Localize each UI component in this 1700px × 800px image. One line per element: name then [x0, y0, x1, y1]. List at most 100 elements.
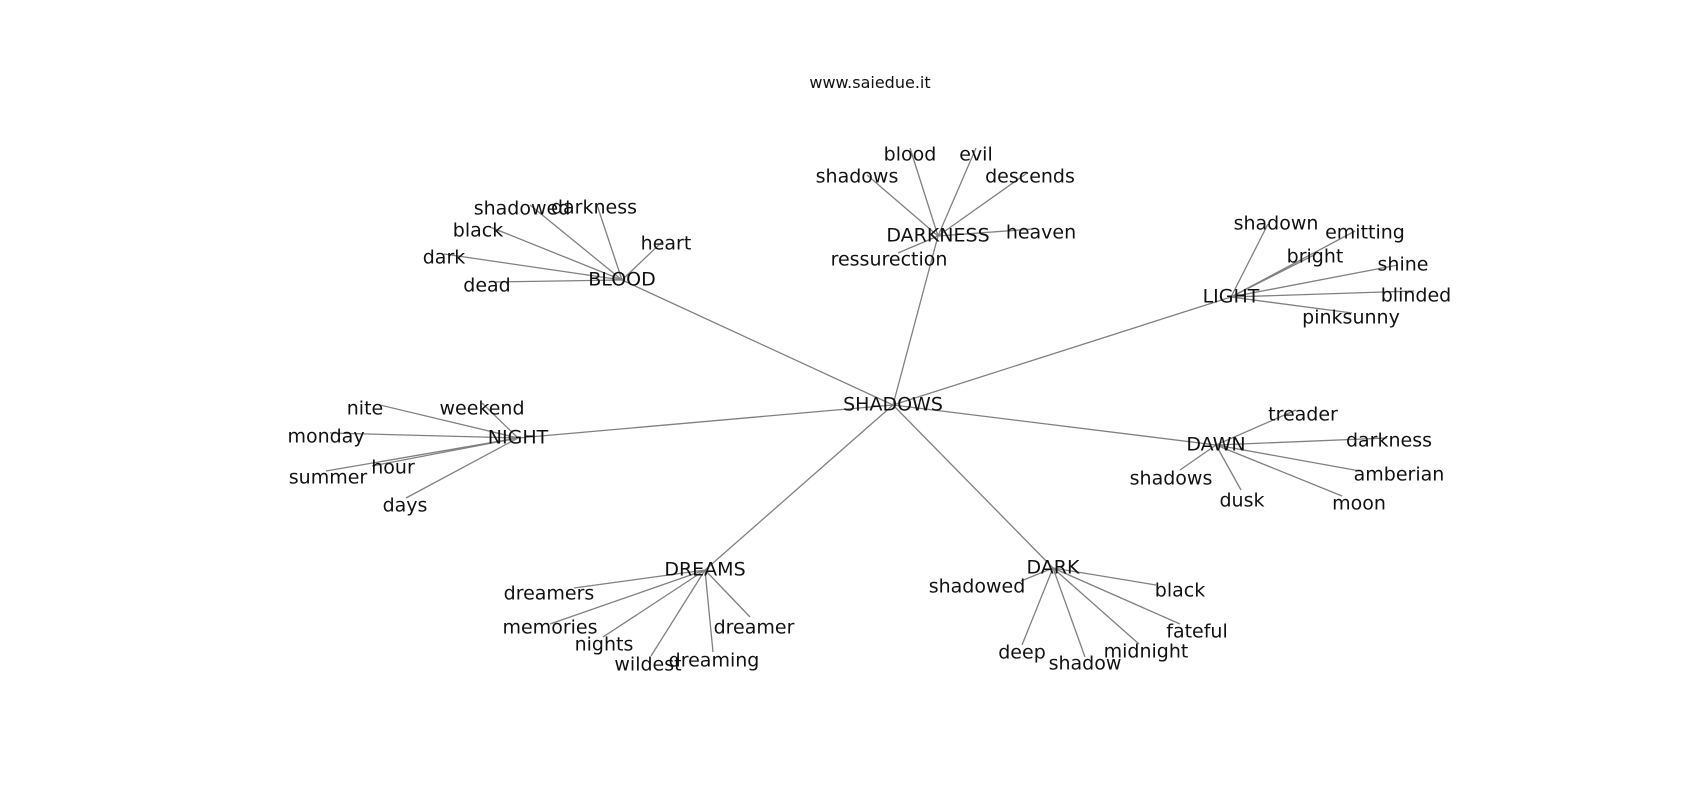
edge-center-dark — [892, 404, 1054, 569]
leaf-node-light-emitting: emitting — [1325, 222, 1405, 244]
leaf-node-dreams-memories: memories — [502, 617, 597, 639]
edge-center-darkness — [892, 235, 939, 406]
leaf-node-blood-dark: dark — [423, 247, 466, 269]
edge-darkness-heaven — [937, 228, 1034, 237]
hub-node-blood: BLOOD — [588, 269, 655, 291]
edge-dawn-moon — [1215, 444, 1343, 497]
leaf-node-blood-black: black — [453, 220, 503, 242]
edge-night-days — [405, 437, 519, 499]
leaf-node-darkness-heaven: heaven — [1006, 222, 1076, 244]
edge-blood-dark — [443, 253, 623, 281]
edge-center-blood — [621, 279, 894, 406]
edge-blood-shadowed — [529, 204, 623, 281]
edge-dark-black — [1052, 567, 1157, 586]
hub-node-darkness: DARKNESS — [886, 225, 989, 247]
edge-light-blinded — [1230, 290, 1415, 298]
edge-darkness-ressurection — [897, 235, 939, 254]
hub-node-dawn: DAWN — [1186, 434, 1245, 456]
edge-darkness-shadows — [866, 174, 939, 237]
leaf-node-blood-shadowed: shadowed — [474, 198, 571, 220]
leaf-node-dreams-dreamers: dreamers — [504, 583, 595, 605]
edge-dawn-dusk — [1215, 444, 1242, 491]
site-label: www.saiedue.it — [809, 73, 930, 92]
leaf-node-darkness-ressurection: ressurection — [831, 249, 948, 271]
edge-light-shadown — [1230, 223, 1269, 298]
leaf-node-dark-fateful: fateful — [1166, 621, 1227, 643]
edge-dawn-amberian — [1215, 444, 1361, 472]
leaf-node-dawn-treader: treader — [1268, 404, 1338, 426]
edge-blood-heart — [621, 240, 664, 281]
edge-dawn-darkness — [1215, 437, 1388, 446]
edge-night-monday — [329, 432, 519, 439]
edge-blood-dead — [493, 279, 623, 283]
leaf-node-dawn-darkness: darkness — [1346, 430, 1432, 452]
edge-darkness-evil — [937, 147, 977, 237]
edge-light-shine — [1230, 264, 1399, 298]
leaf-node-dawn-moon: moon — [1332, 493, 1386, 515]
edge-darkness-blood — [909, 147, 939, 237]
edge-center-dawn — [892, 404, 1217, 446]
leaf-node-light-bright: bright — [1287, 246, 1344, 268]
edge-dreams-memories — [549, 569, 706, 625]
edge-dreams-dreamer — [704, 569, 751, 618]
edge-blood-darkness — [596, 204, 623, 281]
leaf-node-night-days: days — [383, 495, 428, 517]
edge-dreams-dreaming — [704, 569, 714, 653]
edge-night-summer — [325, 437, 519, 472]
leaf-node-night-nite: nite — [347, 398, 383, 420]
edge-night-nite — [379, 404, 519, 439]
leaf-node-blood-dead: dead — [463, 275, 510, 297]
leaf-node-dreams-dreaming: dreaming — [669, 650, 760, 672]
leaf-node-light-shadown: shadown — [1234, 213, 1319, 235]
leaf-node-dark-shadow: shadow — [1049, 653, 1122, 675]
leaf-node-night-hour: hour — [371, 457, 415, 479]
leaf-node-darkness-descends: descends — [985, 166, 1075, 188]
leaf-node-light-blinded: blinded — [1381, 285, 1451, 307]
leaf-node-darkness-evil: evil — [959, 144, 993, 166]
hub-node-night: NIGHT — [488, 427, 549, 449]
leaf-node-light-shine: shine — [1378, 254, 1429, 276]
hub-node-light: LIGHT — [1203, 286, 1260, 308]
leaf-node-dark-deep: deep — [998, 642, 1046, 664]
leaf-node-dark-shadowed: shadowed — [929, 576, 1026, 598]
edge-dark-fateful — [1052, 567, 1181, 625]
edge-dark-shadowed — [1020, 567, 1054, 582]
edge-dawn-shadows — [1179, 444, 1217, 471]
leaf-node-light-pinksunny: pinksunny — [1302, 307, 1400, 329]
leaf-node-blood-heart: heart — [641, 233, 692, 255]
edges-layer — [325, 147, 1415, 658]
edge-dreams-wildest — [650, 569, 706, 657]
leaf-node-dreams-nights: nights — [575, 634, 634, 656]
leaf-node-dawn-dusk: dusk — [1219, 490, 1264, 512]
leaf-node-dark-black: black — [1155, 580, 1205, 602]
edge-night-weekend — [481, 402, 519, 439]
edge-light-bright — [1230, 253, 1317, 298]
edge-darkness-descends — [937, 172, 1028, 237]
edge-center-night — [517, 404, 894, 439]
leaf-node-darkness-blood: blood — [884, 144, 937, 166]
leaf-node-night-monday: monday — [287, 426, 364, 448]
edge-dreams-dreamers — [573, 569, 706, 589]
edge-dawn-treader — [1215, 409, 1297, 446]
edge-dreams-nights — [602, 569, 706, 638]
center-node-shadows: SHADOWS — [843, 394, 943, 416]
hub-node-dreams: DREAMS — [664, 559, 745, 581]
leaf-node-dreams-dreamer: dreamer — [714, 617, 795, 639]
edge-dark-deep — [1021, 567, 1054, 646]
edge-center-dreams — [704, 404, 894, 571]
edge-light-pinksunny — [1230, 296, 1353, 314]
edge-center-light — [892, 296, 1232, 406]
edge-dark-midnight — [1052, 567, 1140, 645]
leaf-node-dreams-wildest: wildest — [614, 654, 681, 676]
leaf-node-night-summer: summer — [289, 467, 368, 489]
edge-blood-black — [489, 226, 623, 281]
leaf-node-dawn-shadows: shadows — [1130, 468, 1213, 490]
edge-dark-shadow — [1052, 567, 1086, 658]
leaf-node-blood-darkness: darkness — [551, 197, 637, 219]
leaf-node-dark-midnight: midnight — [1104, 641, 1189, 663]
leaf-node-night-weekend: weekend — [439, 398, 524, 420]
hub-node-dark: DARK — [1027, 557, 1080, 579]
